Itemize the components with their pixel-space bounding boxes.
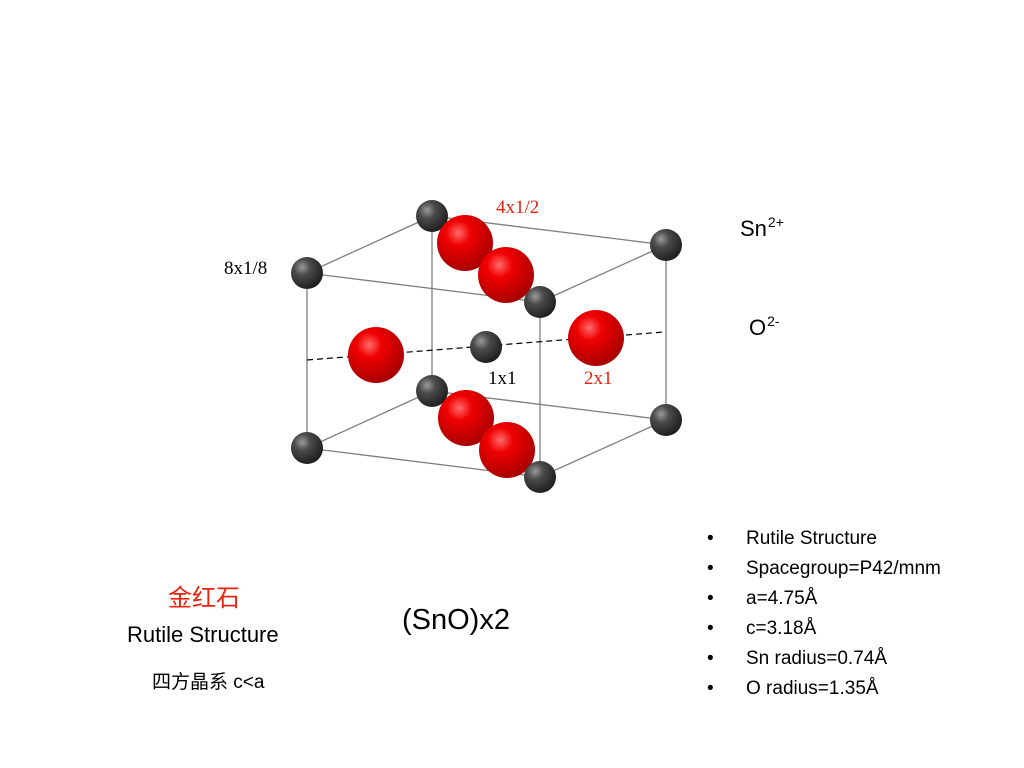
property-text: Spacegroup=P42/mnm xyxy=(746,558,941,579)
cell-edge xyxy=(539,244,667,303)
cell-edge xyxy=(539,419,667,478)
cell-edge xyxy=(306,215,433,274)
legend-sn-ion: Sn2+ xyxy=(740,214,784,242)
label-inner-oxygen-count: 2x1 xyxy=(584,368,613,389)
list-item: • Sn radius=0.74Å xyxy=(707,644,941,674)
structure-name-chinese: 金红石 xyxy=(168,586,240,612)
crystal-system: 四方晶系 xyxy=(152,672,229,693)
cell-edge xyxy=(306,390,433,449)
property-text: Rutile Structure xyxy=(746,528,877,549)
bullet-icon: • xyxy=(707,648,714,669)
o-atom xyxy=(479,422,535,478)
list-item: • c=3.18Å xyxy=(707,614,941,644)
label-face-oxygen-count: 4x1/2 xyxy=(496,197,540,218)
bullet-icon: • xyxy=(707,588,714,609)
sn-atom xyxy=(524,461,556,493)
o-atom xyxy=(438,390,494,446)
o-atom xyxy=(568,310,624,366)
lattice-relation: c<a xyxy=(233,672,265,693)
sn-atom xyxy=(291,257,323,289)
list-item: • O radius=1.35Å xyxy=(707,674,941,704)
o-symbol: O xyxy=(749,315,767,340)
sn-atom xyxy=(291,432,323,464)
bullet-icon: • xyxy=(707,558,714,579)
sn-atom xyxy=(524,286,556,318)
o-atom xyxy=(478,247,534,303)
o-charge: 2- xyxy=(767,313,780,329)
list-item: • a=4.75Å xyxy=(707,584,941,614)
formula: (SnO)x2 xyxy=(402,604,510,636)
legend-o-ion: O2- xyxy=(749,313,780,341)
bullet-icon: • xyxy=(707,678,714,699)
properties-list: • Rutile Structure • Spacegroup=P42/mnm • a… xyxy=(707,524,941,704)
sn-atom xyxy=(650,229,682,261)
o-atom xyxy=(437,215,493,271)
sn-atom-center xyxy=(470,331,502,363)
property-text: a=4.75Å xyxy=(746,588,818,609)
sn-charge: 2+ xyxy=(767,214,784,230)
structure-name-english: Rutile Structure xyxy=(127,622,279,647)
property-text: O radius=1.35Å xyxy=(746,678,879,699)
label-corner-tin-count: 8x1/8 xyxy=(224,258,268,279)
bullet-icon: • xyxy=(707,618,714,639)
sn-symbol: Sn xyxy=(740,216,767,241)
property-text: c=3.18Å xyxy=(746,618,817,639)
list-item: • Rutile Structure xyxy=(707,524,941,554)
property-text: Sn radius=0.74Å xyxy=(746,648,888,669)
crystal-system-note: 四方晶系 c<a xyxy=(152,667,264,694)
o-atom xyxy=(348,327,404,383)
sn-atom xyxy=(416,200,448,232)
sn-atom xyxy=(650,404,682,436)
list-item: • Spacegroup=P42/mnm xyxy=(707,554,941,584)
label-center-tin-count: 1x1 xyxy=(488,368,517,389)
bullet-icon: • xyxy=(707,528,714,549)
sn-atom xyxy=(416,375,448,407)
